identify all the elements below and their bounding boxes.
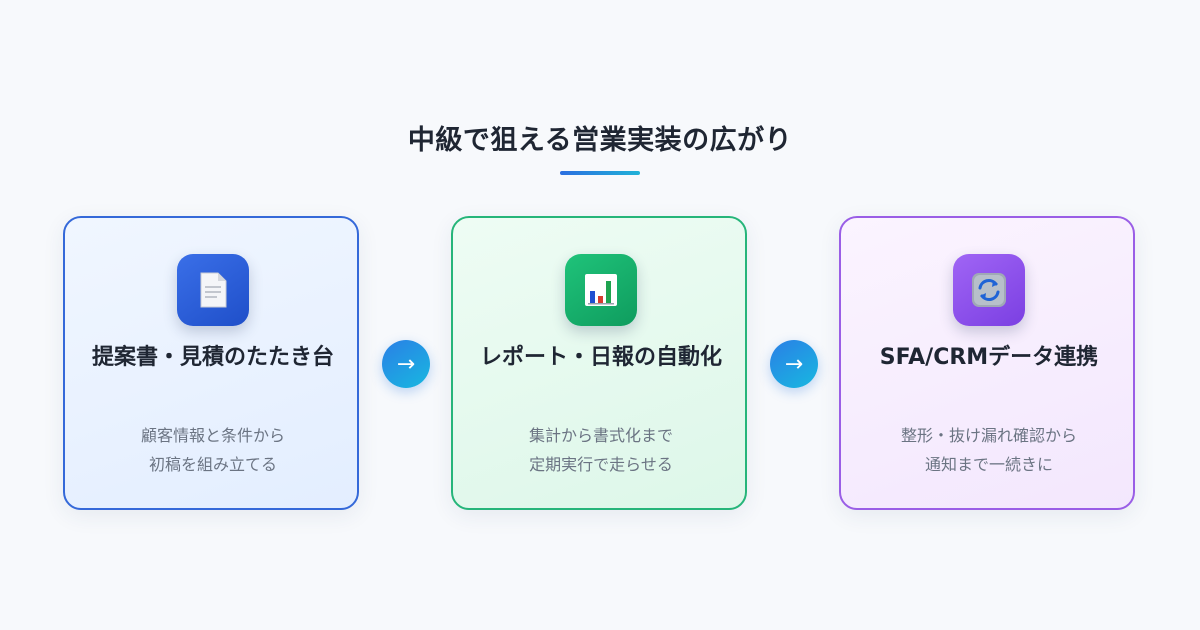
card-description-line: 集計から書式化まで xyxy=(528,426,673,445)
card-description-line: 顧客情報と条件から xyxy=(140,426,285,445)
card-proposal: 提案書・見積のたたき台 顧客情報と条件から 初稿を組み立てる xyxy=(63,216,359,510)
card-description-line: 通知まで一続きに xyxy=(924,455,1053,474)
bar-chart-icon xyxy=(565,254,637,326)
card-sfa-crm: SFA/CRMデータ連携 整形・抜け漏れ確認から 通知まで一続きに xyxy=(839,216,1135,510)
card-description-line: 整形・抜け漏れ確認から xyxy=(900,426,1077,445)
card-description: 整形・抜け漏れ確認から 通知まで一続きに xyxy=(861,421,1117,479)
arrow-right-icon: → xyxy=(382,340,430,388)
title-underline xyxy=(560,171,640,175)
sync-icon xyxy=(953,254,1025,326)
card-report-automation: レポート・日報の自動化 集計から書式化まで 定期実行で走らせる xyxy=(451,216,747,510)
card-title: SFA/CRMデータ連携 xyxy=(879,345,1099,370)
document-icon xyxy=(177,254,249,326)
card-description-line: 定期実行で走らせる xyxy=(529,455,673,474)
card-description: 集計から書式化まで 定期実行で走らせる xyxy=(473,421,729,479)
card-description: 顧客情報と条件から 初稿を組み立てる xyxy=(85,421,341,479)
card-description-line: 初稿を組み立てる xyxy=(148,455,277,474)
page-title: 中級で狙える営業実装の広がり xyxy=(407,125,793,156)
arrow-right-icon: → xyxy=(770,340,818,388)
card-title: 提案書・見積のたたき台 xyxy=(91,345,334,370)
card-title: レポート・日報の自動化 xyxy=(479,345,722,370)
